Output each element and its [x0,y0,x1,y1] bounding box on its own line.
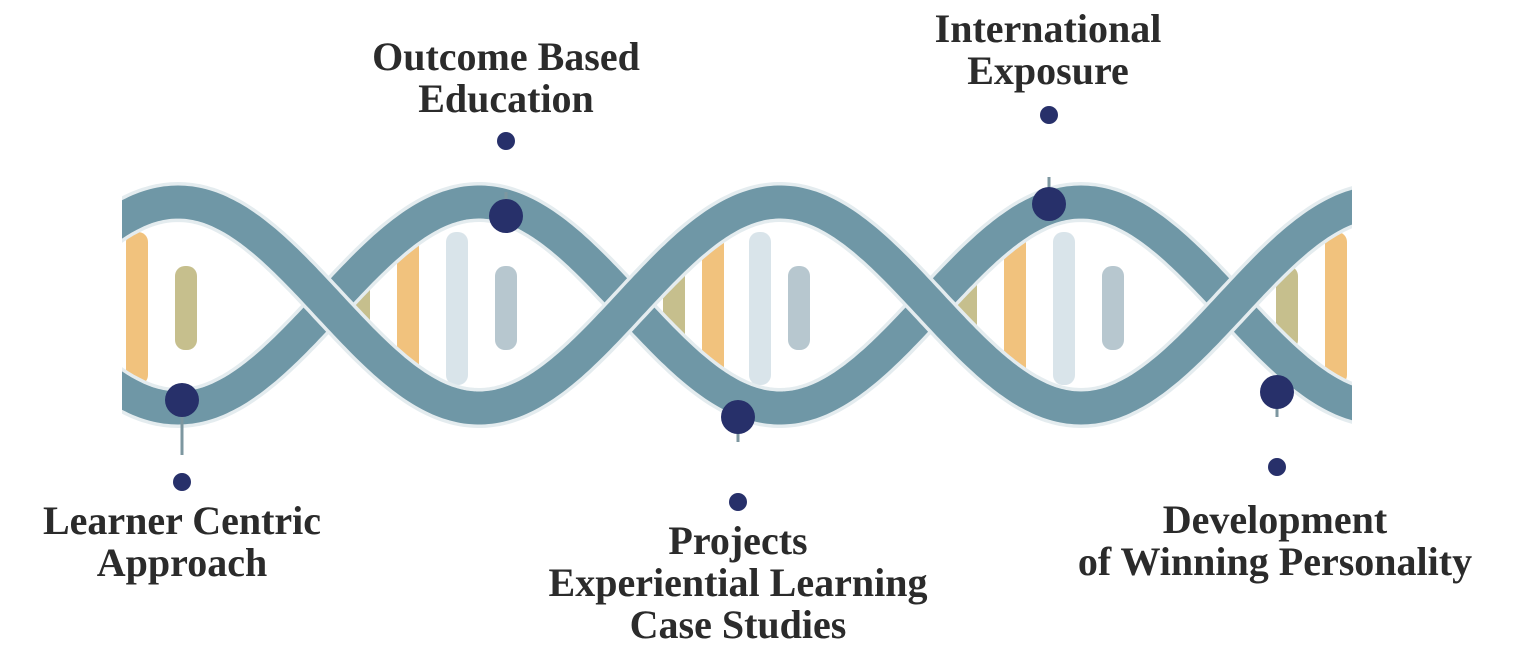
label-line: International [934,6,1162,51]
dna-rung [749,232,771,385]
dna-rung [788,266,810,350]
dna-rung [1102,266,1124,350]
marker-international-dot [1040,106,1058,124]
marker-outcome-based-node [489,199,523,233]
marker-projects-dot [729,493,747,511]
label-line: Approach [96,540,268,585]
label-outcome-based-education: Outcome Based Education [372,36,640,120]
dna-strand-b [122,185,1352,425]
dna-rung [495,266,517,350]
label-line: Outcome Based [372,34,640,79]
marker-development-node [1260,375,1294,409]
label-line: Learner Centric [42,498,322,543]
dna-rung [175,266,197,350]
label-line: Development [1162,497,1388,542]
label-line: Exposure [967,48,1129,93]
label-line: of Winning Personality [1077,539,1473,584]
marker-learner-centric-dot [173,473,191,491]
label-projects: Projects Experiential Learning Case Stud… [549,520,928,646]
dna-strands [122,181,1352,429]
label-international-exposure: International Exposure [935,8,1162,92]
dna-strand-a [122,185,1352,425]
marker-outcome-based-dot [497,132,515,150]
label-line: Experiential Learning [548,560,928,605]
dna-rung [1325,232,1347,385]
label-line: Projects [668,518,808,563]
marker-international-node [1032,187,1066,221]
dna-rung [446,232,468,385]
label-line: Case Studies [629,602,847,647]
dna-rung [397,232,419,385]
dna-rung [702,232,724,385]
label-development-winning-personality: Development of Winning Personality [1078,499,1472,583]
marker-projects-node [721,400,755,434]
dna-rung [126,232,148,385]
milestone-markers [165,106,1294,511]
dna-rung [1004,232,1026,385]
dna-rung [1053,232,1075,385]
marker-development-dot [1268,458,1286,476]
label-learner-centric-approach: Learner Centric Approach [43,500,321,584]
label-line: Education [418,76,594,121]
marker-learner-centric-node [165,383,199,417]
